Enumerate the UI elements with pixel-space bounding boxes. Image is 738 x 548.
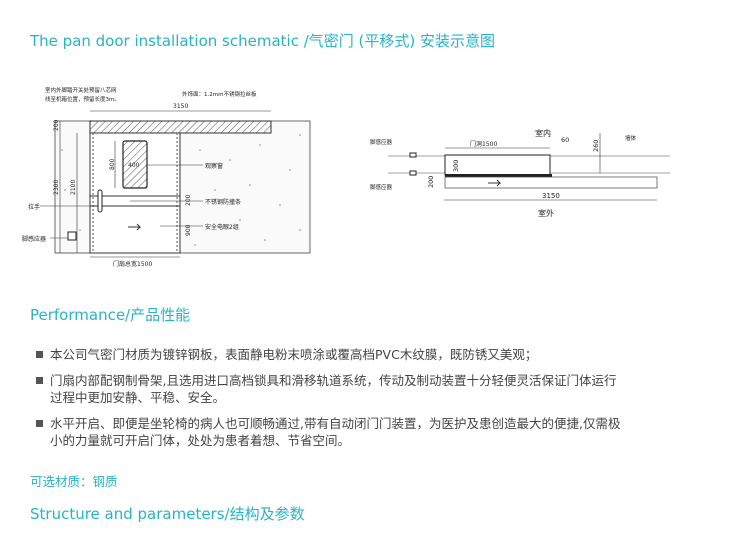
feature-item: 门扇内部配钢制骨架,且选用进口高档锁具和滑移轨道系统，传动及制动装置十分轻便灵活… [36, 372, 626, 406]
door-depth-dim: 300 [452, 160, 460, 172]
feature-item: 本公司气密门材质为镀锌钢板，表面静电粉末喷涂或覆高档PVC木纹膜，既防锈又美观； [36, 346, 626, 363]
feature-text: 水平开启、即便是坐轮椅的病人也可顺畅通过,带有自动闭门门装置，为医护及患创造最大… [50, 416, 621, 448]
schematic-heading: The pan door installation schematic /气密门… [30, 32, 496, 50]
door-height: 2100 [70, 180, 77, 195]
window-height: 800 [109, 158, 116, 170]
handle-label: 拉手 [28, 203, 40, 211]
front-elevation-drawing: 室内外脚踏开关处预留八芯网 线至机箱位置，预留长度3m。 外饰面：1.2mm不锈… [22, 86, 311, 268]
bullet-icon [36, 351, 43, 358]
front-width-total: 3150 [173, 103, 188, 110]
feature-text: 门扇内部配钢制骨架,且选用进口高档锁具和滑移轨道系统，传动及制动装置十分轻便灵活… [50, 373, 617, 405]
wiring-note-line2: 线至机箱位置，预留长度3m。 [45, 95, 120, 103]
window-width: 400 [128, 162, 140, 169]
bullet-icon [36, 377, 43, 384]
plan-width-total: 3150 [542, 192, 560, 200]
wall-depth-dim: 260 [592, 140, 600, 152]
window-label: 观察窗 [205, 162, 223, 170]
plan-view-drawing: 室内 60 260 墙体 门洞1500 300 200 3150 室外 脚感应器… [370, 128, 670, 218]
feature-text: 本公司气密门材质为镀锌钢板，表面静电粉末喷涂或覆高档PVC木纹膜，既防锈又美观； [50, 347, 538, 362]
eye-height: 900 [185, 224, 192, 236]
bumper-height: 200 [185, 194, 192, 206]
performance-heading: Performance/产品性能 [30, 306, 191, 324]
eye-label: 安全电眼2组 [205, 223, 239, 231]
finish-label: 外饰面：1.2mm不锈钢拉丝板 [182, 90, 257, 98]
header-height: 200 [53, 119, 60, 131]
sensor-top-label: 脚感应器 [370, 138, 393, 146]
optional-material: 可选材质：钢质 [30, 474, 118, 489]
indoor-label: 室内 [535, 128, 551, 138]
bullet-icon [36, 420, 43, 427]
total-height: 2300 [53, 180, 60, 195]
wiring-note-line1: 室内外脚踏开关处预留八芯网 [45, 86, 117, 94]
gap-dim: 60 [561, 136, 569, 144]
bumper-label: 不锈钢防撞条 [205, 198, 241, 206]
slab-dim: 200 [427, 176, 435, 188]
feature-item: 水平开启、即便是坐轮椅的病人也可顺畅通过,带有自动闭门门装置，为医护及患创造最大… [36, 415, 626, 449]
structure-heading: Structure and parameters/结构及参数 [30, 505, 305, 523]
wall-label: 墙体 [625, 134, 637, 142]
sensor-bottom-label: 脚感应器 [370, 183, 393, 191]
outdoor-label: 室外 [538, 208, 554, 218]
opening-dim: 门洞1500 [470, 140, 497, 148]
sensor-label: 脚感应器 [22, 235, 46, 243]
door-width: 门扇总宽1500 [113, 260, 152, 268]
